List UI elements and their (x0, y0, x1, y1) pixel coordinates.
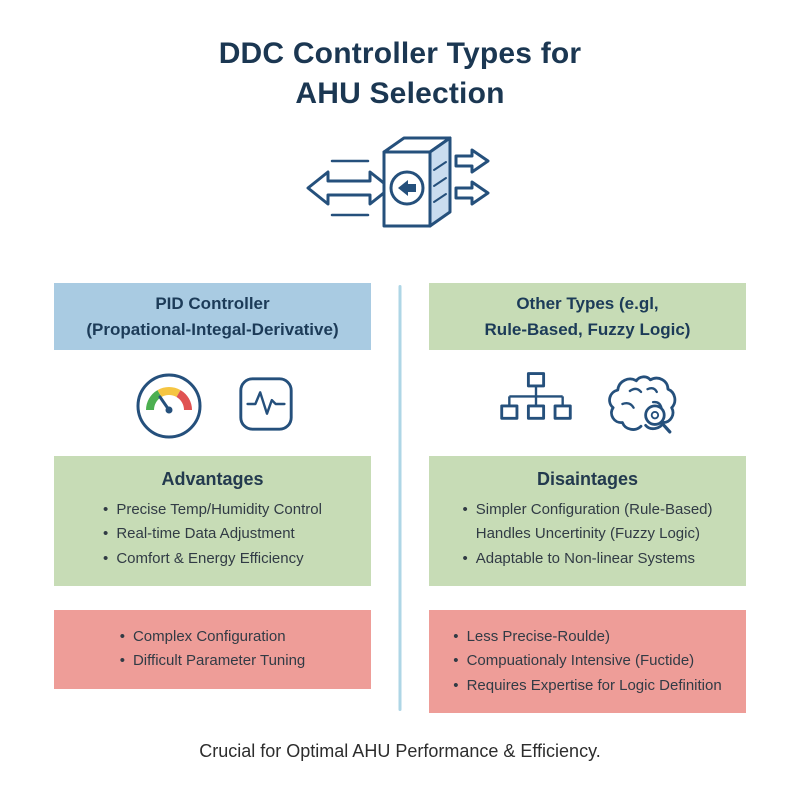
list-item: • Precise Temp/Humidity Control (103, 498, 322, 522)
bullet-dot: • (103, 525, 109, 543)
list-item-text: Less Precise-Roulde) (466, 628, 610, 646)
list-item-text: Handles Uncertinity (Fuzzy Logic) (475, 525, 700, 543)
bullet-dot: • (103, 501, 109, 519)
list-item: • Compuationaly Intensive (Fuctide) (453, 649, 721, 673)
ahu-unit-icon-svg (306, 136, 490, 228)
list-item: • Less Precise-Roulde) (453, 625, 721, 649)
list-item: • Difficult Parameter Tuning (120, 649, 306, 673)
ahu-unit-icon (295, 127, 505, 249)
list-item-text: Adaptable to Non-linear Systems (475, 549, 696, 567)
pid-disadvantages-list: • Complex Configuration • Difficult Para… (120, 625, 306, 674)
list-item-text: Compuationaly Intensive (Fuctide) (466, 652, 695, 670)
bullet-dot: • (462, 549, 468, 567)
list-item-text: Simpler Configuration (Rule-Based) (475, 501, 713, 519)
bullet-dot: • (103, 549, 109, 567)
list-item: • Adaptable to Non-linear Systems (462, 547, 712, 571)
list-item-text: Precise Temp/Humidity Control (116, 501, 322, 519)
list-item: • Complex Configuration (120, 625, 306, 649)
other-types-header: Other Types (e.gl, Rule-Based, Fuzzy Log… (429, 283, 746, 351)
bullet-dot: • (453, 676, 459, 694)
other-disadvantages-list: • Less Precise-Roulde) • Compuationaly I… (453, 625, 721, 698)
pid-disadvantages-box: • Complex Configuration • Difficult Para… (54, 610, 371, 689)
other-advantages-title: Disaintages (536, 469, 639, 490)
flowchart-icon (499, 372, 572, 420)
bullet-dot: • (453, 652, 459, 670)
list-item-text: Difficult Parameter Tuning (132, 652, 306, 670)
gauge-icon (136, 373, 201, 439)
other-types-header-line1: Other Types (e.gl, (516, 294, 659, 314)
pid-icon-row (54, 360, 371, 448)
pid-advantages-title: Advantages (161, 469, 264, 490)
list-item: • Simpler Configuration (Rule-Based) (462, 498, 712, 522)
list-item-text: Real-time Data Adjustment (116, 525, 295, 543)
footer-text: Crucial for Optimal AHU Performance & Ef… (199, 740, 601, 761)
pid-header-line2: (Propational-Integal-Derivative) (86, 319, 339, 339)
other-types-header-line2: Rule-Based, Fuzzy Logic) (484, 319, 691, 339)
pid-advantages-list: • Precise Temp/Humidity Control • Real-t… (103, 498, 322, 571)
list-item-text: Complex Configuration (132, 628, 286, 646)
list-item-text: Comfort & Energy Efficiency (116, 549, 304, 567)
pid-header-line1: PID Controller (155, 294, 270, 314)
page-title-line2: AHU Selection (295, 76, 505, 110)
column-divider (398, 285, 402, 711)
waveform-icon (238, 377, 293, 431)
comparison-columns: PID Controller (Propational-Integal-Deri… (0, 283, 800, 713)
list-item-text: Requires Expertise for Logic Definition (466, 676, 722, 694)
other-types-icon-row (429, 360, 746, 448)
brain-icon (607, 375, 676, 434)
bullet-dot: • (462, 501, 468, 519)
list-item: • Handles Uncertinity (Fuzzy Logic) (462, 522, 712, 546)
bullet-dot: • (119, 652, 125, 670)
pid-advantages-box: Advantages • Precise Temp/Humidity Contr… (54, 456, 371, 587)
list-item: • Real-time Data Adjustment (103, 522, 322, 546)
bullet-dot: • (453, 628, 459, 646)
list-item: • Comfort & Energy Efficiency (103, 547, 322, 571)
bullet-dot: • (119, 628, 125, 646)
pid-header: PID Controller (Propational-Integal-Deri… (54, 283, 371, 351)
pid-controller-column: PID Controller (Propational-Integal-Deri… (54, 283, 371, 689)
list-item: • Requires Expertise for Logic Definitio… (453, 674, 721, 698)
page-title: DDC Controller Types for AHU Selection (0, 0, 800, 113)
other-advantages-list: • Simpler Configuration (Rule-Based) • H… (462, 498, 712, 571)
other-types-column: Other Types (e.gl, Rule-Based, Fuzzy Log… (429, 283, 746, 713)
other-disadvantages-box: • Less Precise-Roulde) • Compuationaly I… (429, 610, 746, 713)
other-advantages-box: Disaintages • Simpler Configuration (Rul… (429, 456, 746, 587)
page-title-line1: DDC Controller Types for (218, 37, 582, 70)
